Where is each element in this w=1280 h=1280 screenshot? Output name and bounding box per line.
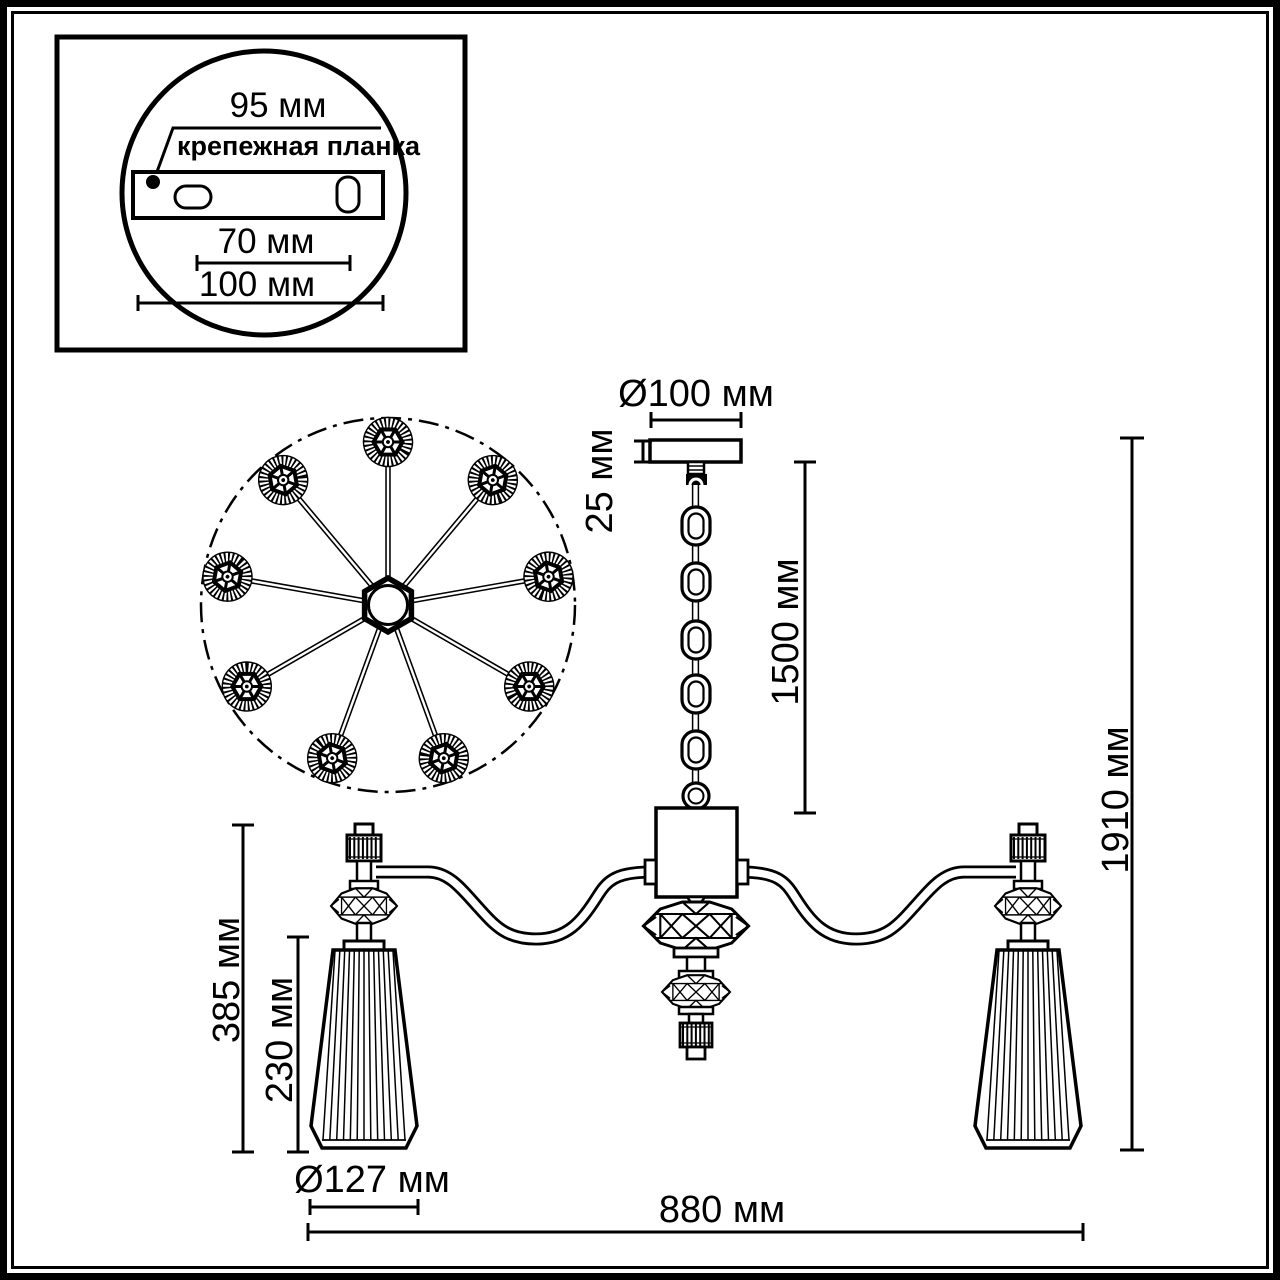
center-crystal-small [660, 974, 732, 1010]
hanging-ring-inner [687, 787, 705, 805]
chain-link [680, 505, 712, 547]
canopy-diameter-label: Ø100 мм [618, 373, 774, 415]
plate-width-dimline [136, 295, 385, 311]
plate-callout-line [152, 126, 381, 181]
top-view-arms-inner [244, 460, 532, 742]
chain-link [680, 673, 712, 715]
total-width-dimline [306, 1223, 1085, 1241]
mounting-inset: 95 мм крепежная планка 70 мм 100 мм [54, 34, 468, 353]
shade-top-5 [415, 730, 472, 787]
shade-diameter-label: Ø127 мм [294, 1159, 450, 1201]
center-body [654, 806, 739, 899]
chain-length-dimline [794, 460, 816, 815]
center-finial-bands [680, 1026, 712, 1044]
shade-top-6 [298, 724, 367, 793]
canopy-height-label: 25 мм [579, 428, 621, 533]
total-height-label: 1910 мм [1095, 726, 1137, 873]
canopy-diameter-dimline [649, 412, 743, 428]
shade-top-4 [496, 653, 563, 720]
side-view [311, 438, 1081, 1148]
center-plate-1 [672, 946, 720, 959]
mounting-hole-dot [146, 175, 160, 189]
shade-height-label: 230 мм [259, 977, 301, 1103]
hole-spacing-label: 95 мм [230, 86, 327, 125]
arm-height-label: 385 мм [206, 917, 248, 1043]
plate-width-label: 100 мм [199, 265, 315, 304]
inset-border [54, 34, 468, 353]
center-crystal-large [641, 900, 751, 952]
slot-spacing-label: 70 мм [218, 222, 315, 261]
dimension-annotations: Ø100 мм 25 мм 1500 мм 1910 мм 385 мм 230… [206, 373, 1144, 1241]
ceiling-cup-circle [119, 48, 409, 338]
arm-right-inner [739, 868, 1016, 943]
shade-top-7 [222, 662, 271, 711]
total-height-dimline [1120, 436, 1144, 1152]
arm-left-inner [376, 868, 653, 943]
center-drop-stack [641, 895, 751, 1061]
plate-slot-horizontal [173, 184, 213, 210]
shade-top-3 [517, 545, 580, 608]
arm-height-dimline [232, 823, 254, 1154]
total-width-label: 880 мм [659, 1189, 785, 1231]
chain-link [680, 561, 712, 603]
shade-diameter-dimline [308, 1199, 420, 1215]
chain-connector-top [686, 460, 706, 476]
canopy [648, 438, 743, 464]
shade-top-8 [193, 542, 262, 611]
chain-connector-ribs [688, 465, 704, 471]
chain-connector-loop [688, 477, 704, 486]
chain [680, 485, 712, 792]
center-finial-cap [685, 1045, 707, 1061]
top-view-hub-hole [367, 584, 409, 626]
top-view [193, 409, 580, 793]
shade-height-dimline [287, 935, 309, 1154]
chain-link [680, 729, 712, 771]
top-view-hub-hexagon [361, 574, 415, 636]
plate-label: крепежная планка [177, 131, 421, 161]
plate-slot-vertical [335, 175, 361, 214]
arm-stub-left [643, 858, 658, 886]
slot-spacing-dimline [195, 255, 352, 271]
chain-link [680, 619, 712, 661]
hanging-ring [681, 781, 711, 811]
arm-stub-right [735, 858, 750, 886]
canopy-height-dimline [634, 439, 652, 464]
chain-length-label: 1500 мм [765, 558, 807, 705]
